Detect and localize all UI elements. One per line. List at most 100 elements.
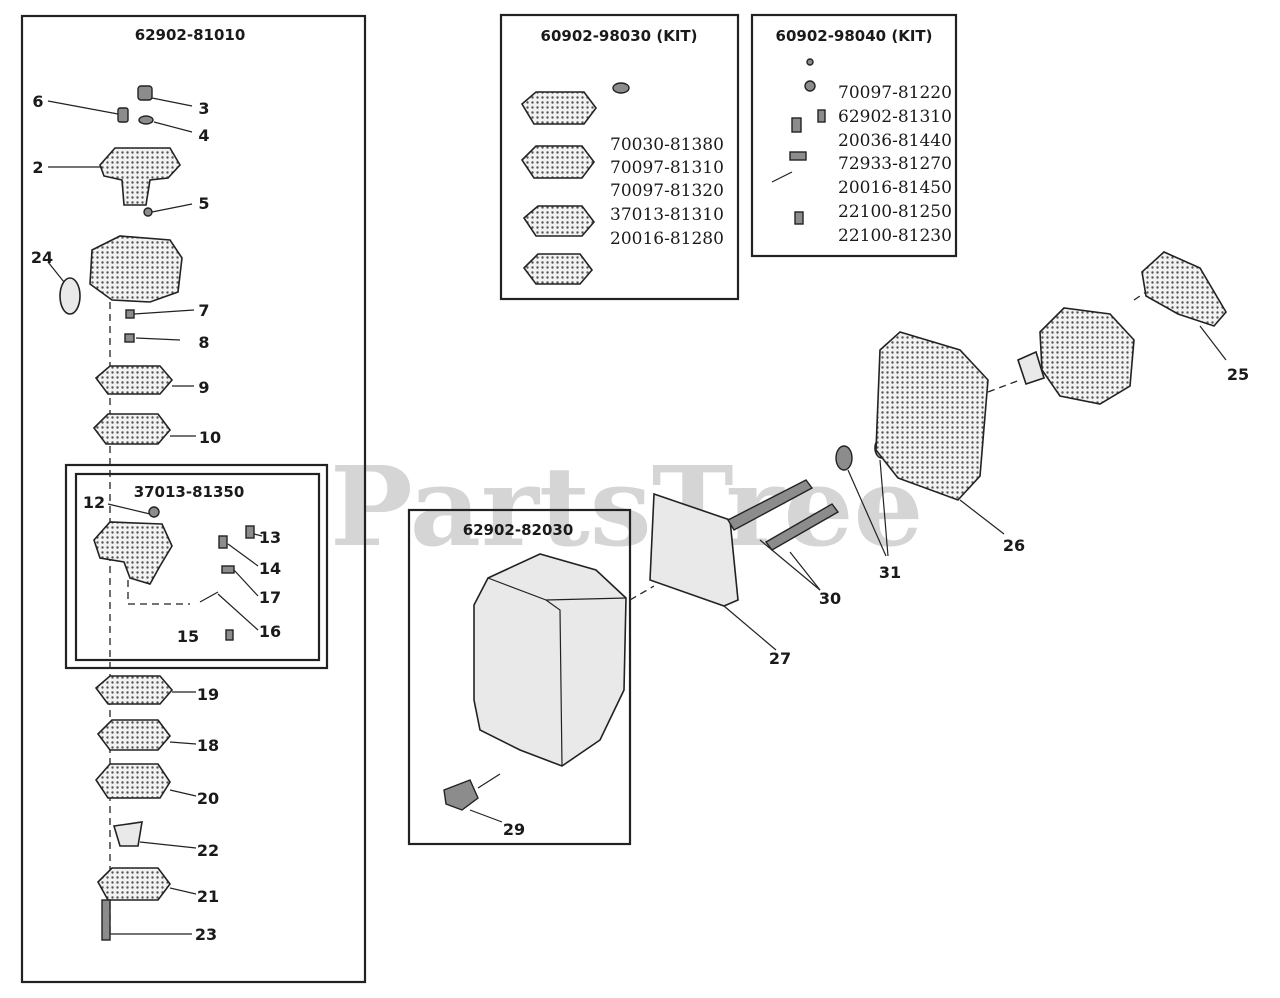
kit-b-pn-3: 20036-81440 (838, 131, 952, 151)
kit-b-pn-6: 22100-81250 (838, 202, 952, 222)
watermark: PartsTree (330, 442, 924, 571)
callout-25: 25 (1227, 365, 1249, 384)
part-20 (94, 763, 171, 799)
subassembly-box-outer (64, 463, 329, 670)
carburetor-gasket (1017, 350, 1045, 386)
callout-6: 6 (32, 92, 43, 111)
kit-b-title: 60902-98040 (KIT) (776, 27, 933, 45)
callout-8: 8 (198, 333, 209, 352)
kit-a-pn-5: 20016-81280 (610, 229, 724, 249)
callout-24: 24 (31, 248, 53, 267)
part-subassembly-body (93, 521, 173, 585)
kit-a-part-2 (520, 91, 597, 125)
kit-a-title: 60902-98030 (KIT) (541, 27, 698, 45)
callout-9: 9 (198, 378, 209, 397)
kit-b-pn-5: 20016-81450 (838, 178, 952, 198)
part-30-bolt-b (764, 503, 840, 551)
part-15 (225, 629, 234, 641)
part-22 (112, 821, 143, 847)
callout-23: 23 (195, 925, 217, 944)
kit-a-pn-3: 70097-81320 (610, 181, 724, 201)
kit-a-pn-4: 37013-81310 (610, 205, 724, 225)
callout-4: 4 (198, 126, 209, 145)
part-7 (125, 309, 135, 319)
kit-a-part-5 (522, 253, 594, 285)
kit-a-pn-2: 70097-81310 (610, 158, 724, 178)
callout-3: 3 (198, 99, 209, 118)
kit-a-box (499, 13, 740, 301)
callout-19: 19 (197, 685, 219, 704)
callout-26: 26 (1003, 536, 1025, 555)
callout-15: 15 (177, 627, 199, 646)
callout-17: 17 (259, 588, 281, 607)
part-21 (97, 867, 171, 901)
part-8 (124, 333, 135, 343)
part-31-washer-a (835, 445, 853, 471)
callout-31: 31 (879, 563, 901, 582)
part-25 (1141, 251, 1227, 327)
kit-a-pn-1: 70030-81380 (610, 135, 724, 155)
part-3 (137, 85, 153, 101)
kit-b-box (750, 13, 958, 258)
part-18 (96, 719, 172, 751)
kit-a-part-1 (612, 82, 630, 94)
callout-2: 2 (32, 158, 43, 177)
kit-a-part-4 (522, 205, 596, 237)
subassembly-box-inner (74, 472, 321, 662)
part-4 (138, 115, 154, 125)
subassembly-dash (127, 580, 190, 605)
kit-b-pn-2: 62902-81310 (838, 107, 952, 127)
part-2 (99, 147, 181, 206)
callout-21: 21 (197, 887, 219, 906)
part-24 (59, 277, 81, 315)
subassembly-box-title: 37013-81350 (134, 483, 245, 501)
kit-b-part-2 (804, 80, 816, 92)
kit-b-part-7 (794, 211, 804, 225)
cover-box-title: 62902-82030 (463, 521, 574, 539)
part-16 (199, 591, 219, 603)
callout-12: 12 (83, 493, 105, 512)
callout-18: 18 (197, 736, 219, 755)
callout-13: 13 (259, 528, 281, 547)
kit-b-part-5 (789, 151, 807, 161)
callout-7: 7 (198, 301, 209, 320)
part-23 (101, 899, 111, 941)
callout-14: 14 (259, 559, 281, 578)
part-6 (117, 107, 129, 123)
part-9 (94, 365, 174, 395)
callout-5: 5 (198, 194, 209, 213)
carburetor-box-title: 62902-81010 (135, 26, 246, 44)
callout-27: 27 (769, 649, 791, 668)
callout-20: 20 (197, 789, 219, 808)
part-14 (218, 535, 228, 549)
part-19 (94, 675, 174, 705)
part-27 (649, 492, 739, 607)
part-17 (221, 565, 235, 574)
callout-22: 22 (197, 841, 219, 860)
cover-box (407, 508, 632, 846)
kit-b-pn-7: 22100-81230 (838, 226, 952, 246)
kit-b-pn-4: 72933-81270 (838, 154, 952, 174)
kit-b-part-4 (817, 109, 826, 123)
part-30-bolt-a (727, 479, 814, 531)
part-26 (875, 331, 989, 501)
carburetor-assembly (1039, 307, 1135, 405)
callout-16: 16 (259, 622, 281, 641)
callout-10: 10 (199, 428, 221, 447)
kit-a-part-3 (520, 145, 595, 179)
part-10 (92, 413, 172, 445)
kit-b-part-6 (771, 171, 793, 183)
part-29 (443, 779, 479, 811)
part-13 (245, 525, 255, 539)
kit-b-part-3 (791, 117, 802, 133)
air-filter-cover (473, 553, 627, 767)
carburetor-body (89, 235, 183, 303)
callout-30: 30 (819, 589, 841, 608)
kit-b-part-1 (806, 58, 814, 66)
callout-29: 29 (503, 820, 525, 839)
part-12 (148, 506, 160, 518)
part-5 (143, 207, 153, 217)
carburetor-box (20, 14, 367, 984)
